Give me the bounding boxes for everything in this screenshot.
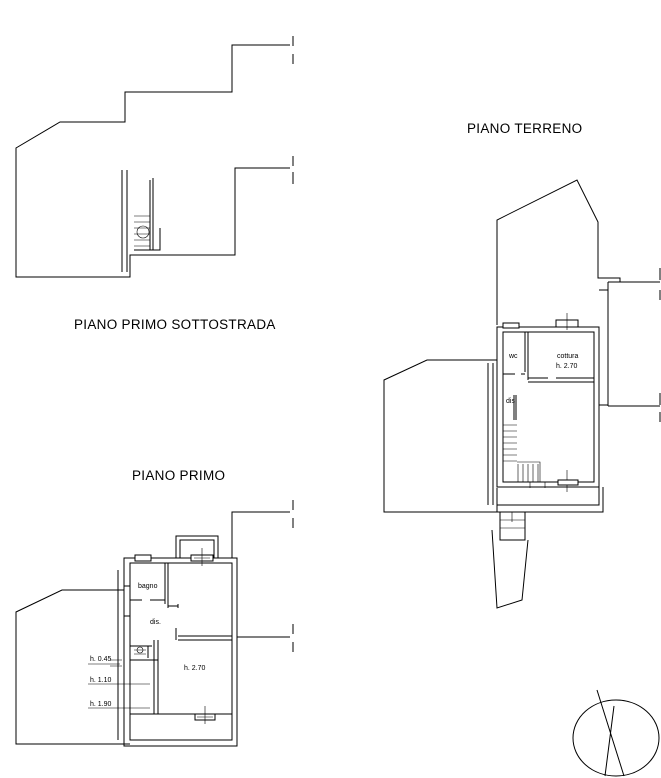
room-label-cottura: cottura	[557, 353, 579, 360]
plan-title-primo: PIANO PRIMO	[132, 468, 225, 483]
window-icon	[557, 479, 579, 486]
plan-terreno: PIANO TERRENO wc cottura h. 2.70	[383, 121, 661, 609]
height-label-3: h. 1.90	[90, 701, 112, 708]
plan-title-terreno: PIANO TERRENO	[467, 121, 582, 136]
plan-primo: PIANO PRIMO h. 0.45 h.	[15, 468, 294, 747]
plan-sottostrada: PIANO PRIMO SOTTOSTRADA	[15, 36, 294, 332]
room-label-bagno: bagno	[138, 583, 158, 590]
room-height-main: h. 2.70	[184, 665, 206, 672]
room-label-dis: dis.	[150, 619, 161, 626]
height-label-1: h. 0.45	[90, 656, 112, 663]
room-label-wc: wc	[508, 353, 518, 360]
height-label-2: h. 1.10	[90, 677, 112, 684]
plan-title-sottostrada: PIANO PRIMO SOTTOSTRADA	[74, 317, 276, 332]
window-icon	[134, 554, 152, 562]
staircase-icon	[134, 645, 148, 655]
window-icon	[502, 322, 520, 329]
room-label-dis: dis.	[506, 398, 517, 405]
room-height-cottura: h. 2.70	[556, 363, 578, 370]
building-terreno	[496, 326, 600, 488]
staircase-icon	[503, 424, 541, 482]
staircase-icon	[134, 215, 150, 247]
north-arrow-icon	[572, 689, 660, 777]
